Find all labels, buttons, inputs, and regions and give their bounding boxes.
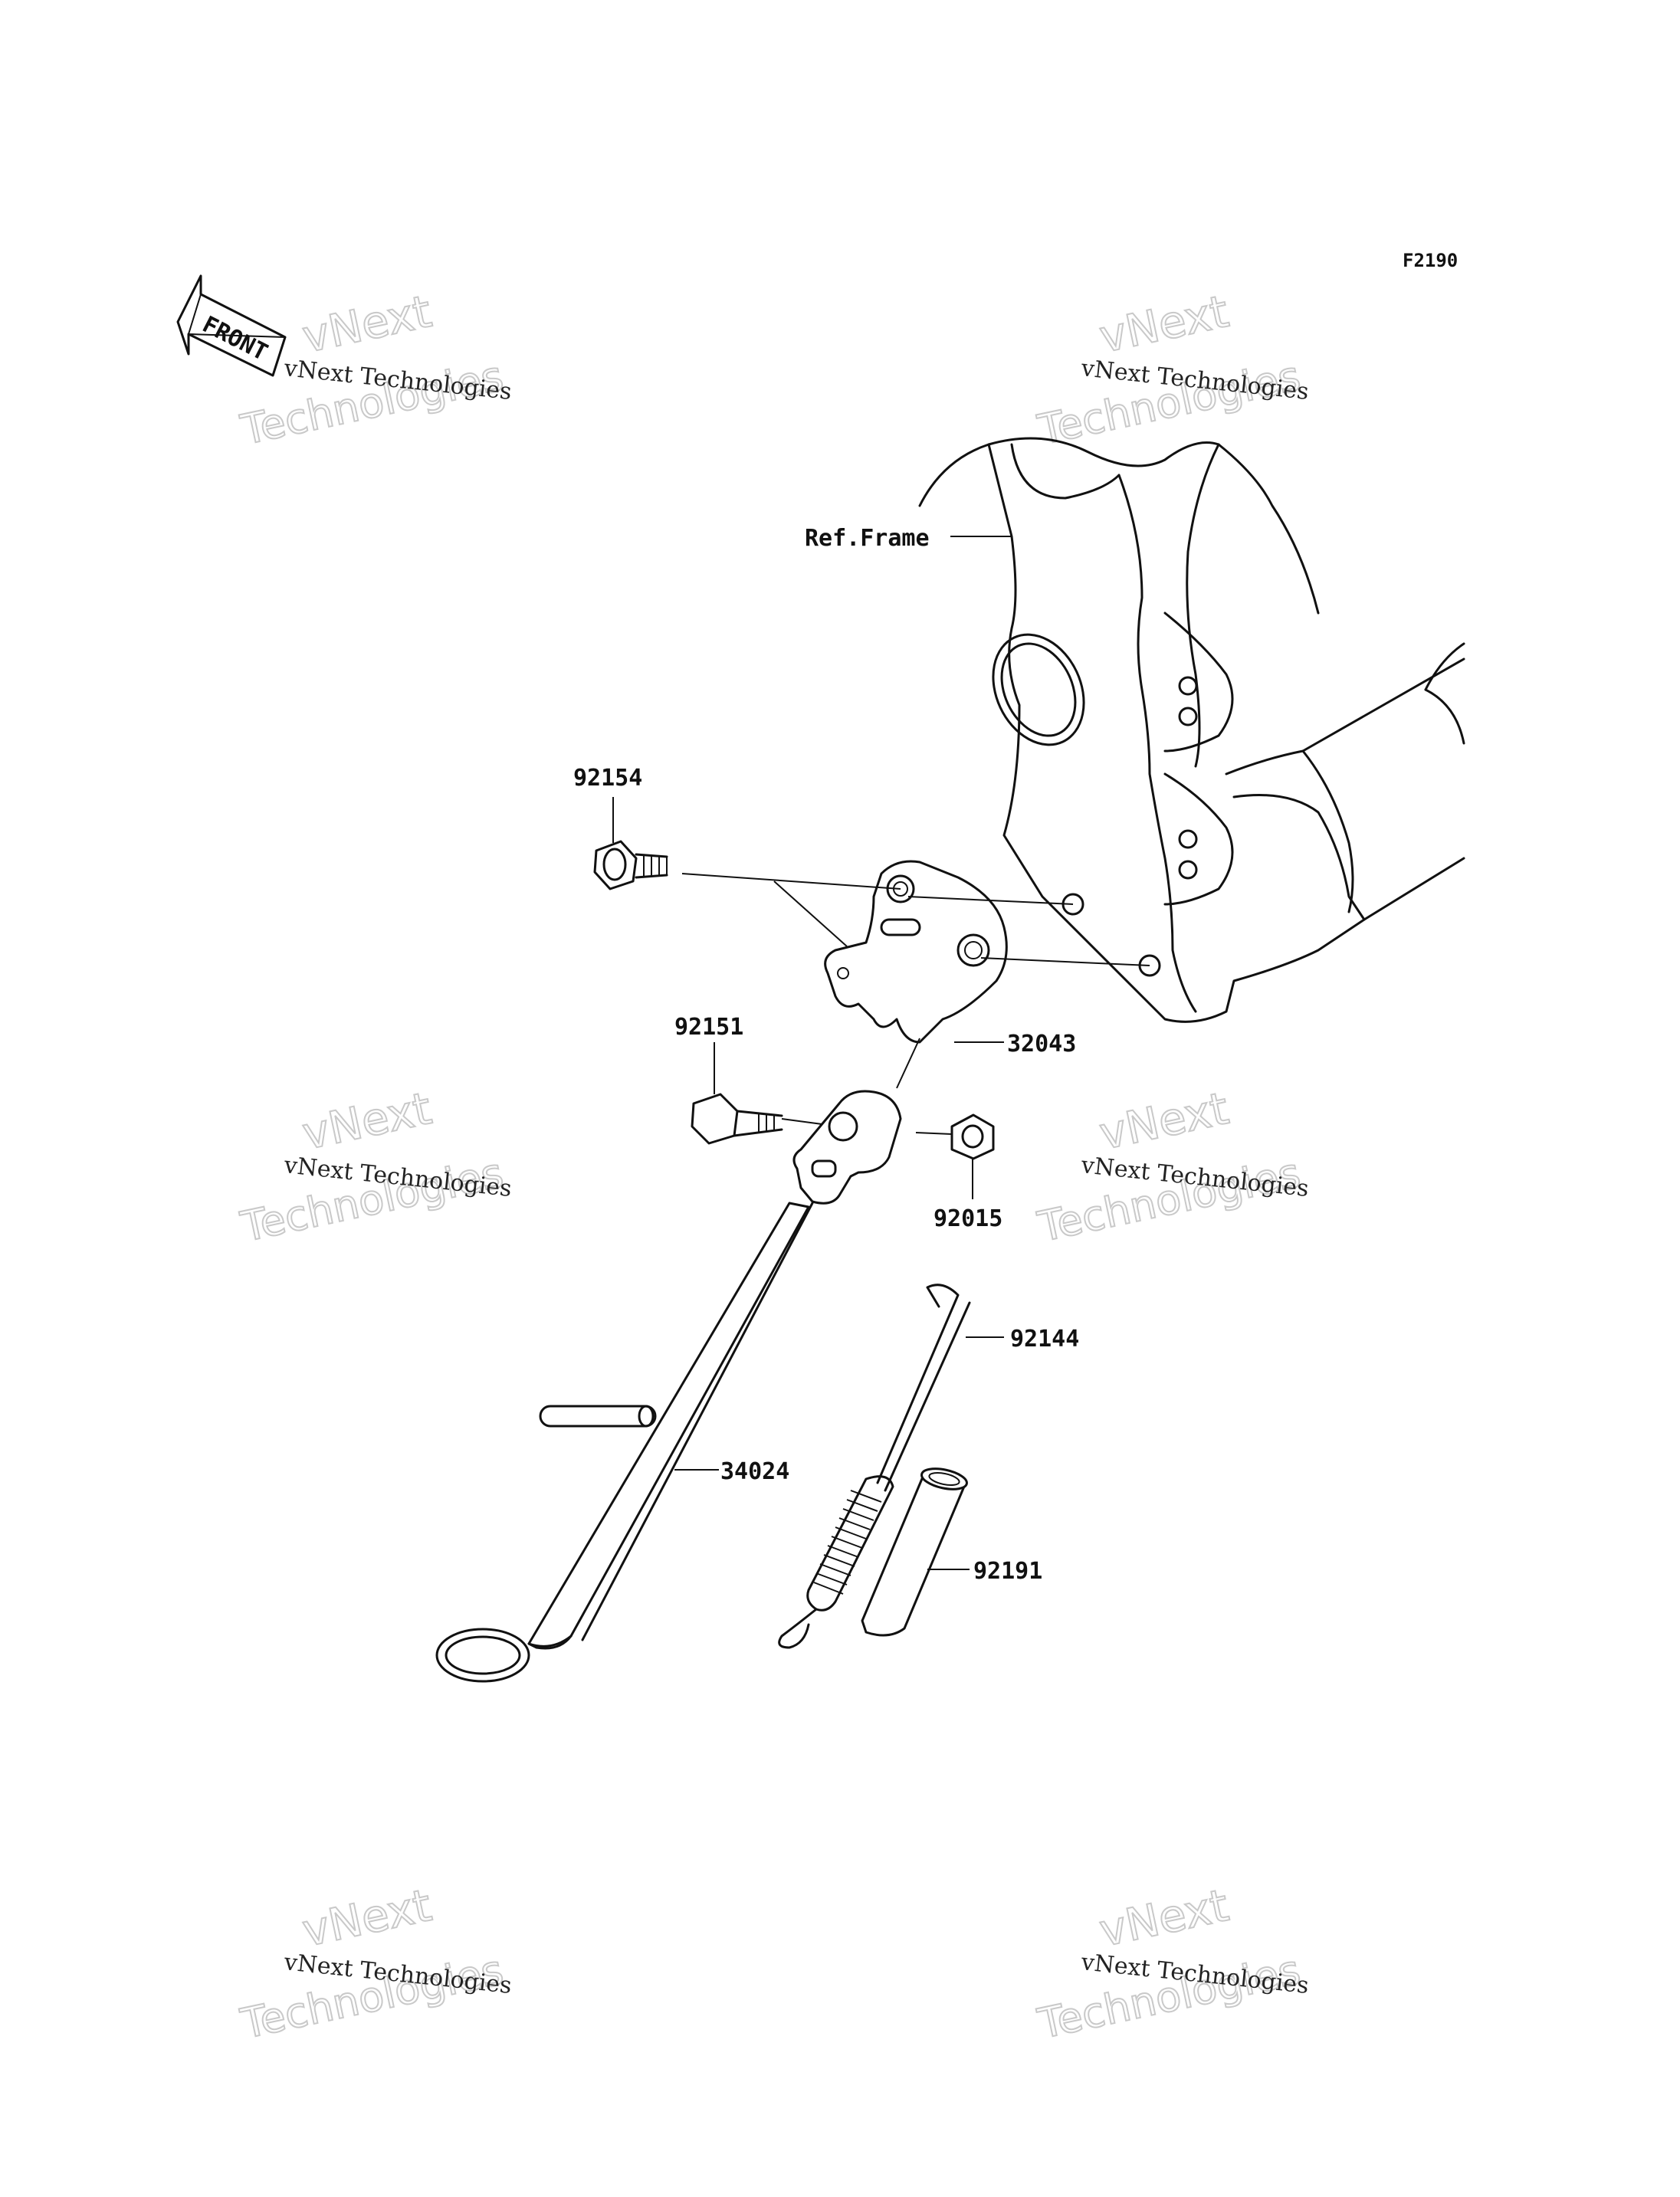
part-label-92144: 92144	[1010, 1326, 1079, 1353]
svg-text:vNext: vNext	[298, 285, 436, 363]
part-92151-bolt: 92151	[674, 1014, 840, 1145]
svg-text:vNext: vNext	[1095, 285, 1233, 363]
part-label-32043: 32043	[1007, 1031, 1076, 1058]
watermark-bottom-left: vNext Technologies vNext Technologies	[236, 1878, 514, 2049]
part-label-92191: 92191	[973, 1558, 1042, 1585]
part-label-34024: 34024	[720, 1458, 789, 1485]
ref-frame-label: Ref.Frame	[805, 525, 930, 552]
svg-text:vNext: vNext	[1095, 1879, 1233, 1957]
part-92015-nut: 92015	[915, 1113, 1002, 1232]
ref-frame: Ref.Frame	[805, 437, 1465, 1023]
part-label-92154: 92154	[573, 765, 642, 792]
watermark-mid-left: vNext Technologies vNext Technologies	[236, 1081, 514, 1252]
svg-text:vNext: vNext	[1095, 1082, 1233, 1160]
part-92154-bolt: 92154	[573, 765, 668, 890]
watermark-top-right: vNext Technologies vNext Technologies	[1033, 284, 1311, 455]
watermark-top-left: vNext Technologies vNext Technologies	[236, 284, 514, 455]
front-arrow-icon: FRONT	[176, 274, 287, 377]
part-label-92015: 92015	[934, 1205, 1002, 1232]
svg-text:vNext: vNext	[298, 1082, 436, 1160]
svg-text:vNext: vNext	[298, 1879, 436, 1957]
figure-code: F2190	[1403, 250, 1458, 271]
part-34024-side-stand: 34024	[435, 1090, 902, 1683]
part-32043-bracket: 32043	[681, 860, 1150, 1089]
part-92144-spring: 92144	[778, 1284, 1079, 1649]
watermark-mid-right: vNext Technologies vNext Technologies	[1033, 1081, 1311, 1252]
part-label-92151: 92151	[674, 1014, 743, 1041]
watermark-bottom-right: vNext Technologies vNext Technologies	[1033, 1878, 1311, 2049]
part-92191-collar: 92191	[861, 1467, 1042, 1637]
